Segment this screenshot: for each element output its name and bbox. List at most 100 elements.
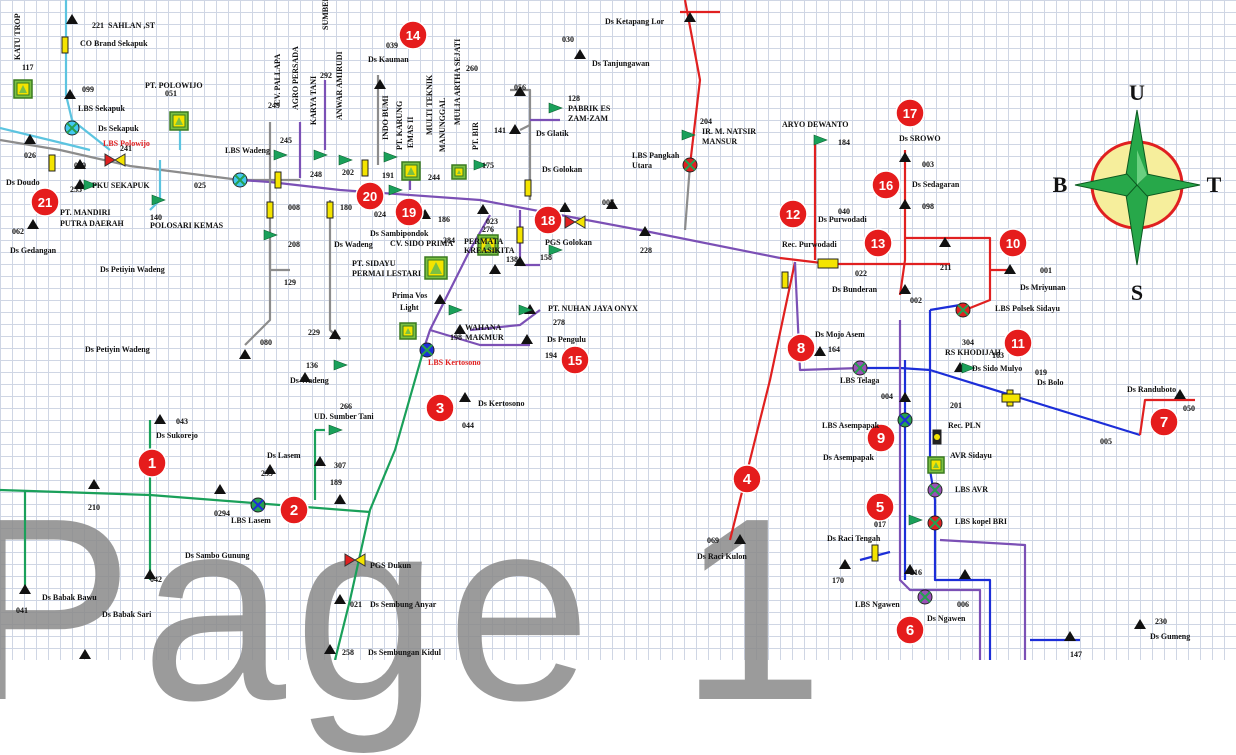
pole-icon bbox=[79, 649, 91, 659]
svg-text:16: 16 bbox=[879, 178, 893, 193]
map-label: UD. Sumber Tani bbox=[314, 412, 374, 421]
svg-text:5: 5 bbox=[876, 499, 884, 516]
map-label: 051 bbox=[165, 89, 177, 98]
map-label: POLOSARI KEMAS bbox=[150, 221, 224, 230]
pole-icon bbox=[299, 372, 311, 382]
feeder-line-gray bbox=[0, 138, 241, 182]
map-label: PT. KARUNG bbox=[395, 101, 404, 150]
area-badge-14: 14 bbox=[398, 20, 428, 50]
pole-icon bbox=[839, 559, 851, 569]
area-badge-21: 21 bbox=[30, 187, 60, 217]
map-label: 189 bbox=[330, 478, 342, 487]
map-label: 009 bbox=[74, 161, 86, 170]
map-label: Ds Bunderan bbox=[832, 285, 878, 294]
map-label: LBS Polsek Sidayu bbox=[995, 304, 1060, 313]
lbs-kopel-marker bbox=[927, 515, 943, 531]
compass-west: B bbox=[1053, 172, 1068, 197]
feeder-line-cyan bbox=[0, 126, 91, 152]
map-label: Ds Sukorejo bbox=[156, 431, 198, 440]
map-label: AGRO PERSADA bbox=[291, 46, 300, 110]
map-label: ZAM-ZAM bbox=[568, 114, 608, 123]
svg-text:3: 3 bbox=[436, 400, 444, 417]
map-label: MANSUR bbox=[702, 137, 737, 146]
map-label: EMAS II bbox=[406, 117, 415, 148]
map-label: Ds Sambo Gunung bbox=[185, 551, 249, 560]
map-label: PGS Golokan bbox=[545, 238, 592, 247]
pole-icon bbox=[514, 256, 526, 266]
switch-marker bbox=[1001, 393, 1021, 403]
customer-icon bbox=[263, 229, 278, 241]
customer-icon bbox=[908, 514, 923, 526]
map-label: 138 bbox=[506, 255, 518, 264]
map-label: Ds Mojo Asem bbox=[815, 330, 865, 339]
map-label: 004 bbox=[881, 392, 893, 401]
map-label: 128 bbox=[568, 94, 580, 103]
map-label: LBS Wadeng bbox=[225, 146, 270, 155]
map-label: ARYO DEWANTO bbox=[782, 120, 848, 129]
pole-icon bbox=[477, 204, 489, 214]
feeder-line-gray bbox=[268, 240, 290, 272]
pole-icon bbox=[374, 79, 386, 89]
compass-north: U bbox=[1129, 80, 1145, 105]
map-label: PT. MANDIRI bbox=[60, 208, 111, 217]
map-label: CV. PALLAPA bbox=[273, 54, 282, 105]
pole-icon bbox=[154, 414, 166, 424]
svg-text:15: 15 bbox=[568, 353, 582, 368]
map-label: 022 bbox=[855, 269, 867, 278]
feeder-line-blue bbox=[929, 303, 961, 312]
map-label: 002 bbox=[910, 296, 922, 305]
transformer-box bbox=[169, 111, 189, 131]
pole-icon bbox=[684, 12, 696, 22]
pole-icon bbox=[606, 199, 618, 209]
map-label: PABRIK ES bbox=[568, 104, 611, 113]
switch-marker bbox=[48, 154, 56, 172]
map-label: PT. SIDAYU bbox=[352, 259, 396, 268]
map-label: 019 bbox=[1035, 368, 1047, 377]
pole-icon bbox=[559, 202, 571, 212]
pole-icon bbox=[314, 456, 326, 466]
feeder-line-red bbox=[728, 261, 797, 541]
svg-text:11: 11 bbox=[1011, 336, 1025, 351]
map-label: 069 bbox=[707, 536, 719, 545]
map-label: 211 bbox=[940, 263, 952, 272]
svg-text:12: 12 bbox=[786, 207, 800, 222]
svg-text:6: 6 bbox=[906, 622, 914, 639]
map-label: 245 bbox=[280, 136, 292, 145]
map-label: 039 bbox=[386, 41, 398, 50]
map-label: Ds Sido Mulyo bbox=[972, 364, 1022, 373]
map-label: 129 bbox=[284, 278, 296, 287]
area-badge-15: 15 bbox=[560, 345, 590, 375]
customer-icon bbox=[388, 184, 403, 196]
customer-icon bbox=[151, 194, 166, 206]
map-label: 041 bbox=[16, 606, 28, 615]
map-label: 180 bbox=[340, 203, 352, 212]
customer-icon bbox=[473, 159, 488, 171]
pole-icon bbox=[329, 329, 341, 339]
map-label: 204 bbox=[700, 117, 712, 126]
map-label: 221 bbox=[92, 21, 104, 30]
map-label: LBS Kertosono bbox=[428, 358, 481, 367]
customer-icon bbox=[333, 359, 348, 371]
customer-icon bbox=[338, 154, 353, 166]
pole-icon bbox=[19, 584, 31, 594]
lbs-polsek-marker bbox=[955, 302, 971, 318]
map-label: Ds Ketapang Lor bbox=[605, 17, 665, 26]
map-label: 007 bbox=[602, 198, 614, 207]
map-label: 147 bbox=[1070, 650, 1082, 659]
pole-icon bbox=[1174, 389, 1186, 399]
svg-text:2: 2 bbox=[290, 502, 298, 519]
map-label: 098 bbox=[922, 202, 934, 211]
svg-text:9: 9 bbox=[877, 430, 885, 447]
feeder-line-purple bbox=[939, 538, 1027, 660]
map-label: Light bbox=[400, 303, 419, 312]
map-label: KARYA TANI bbox=[309, 76, 318, 125]
map-label: 025 bbox=[194, 181, 206, 190]
customer-icon bbox=[328, 424, 343, 436]
map-label: 008 bbox=[288, 203, 300, 212]
lbs-pangkah-marker bbox=[682, 157, 698, 173]
map-label: Ds Wadeng bbox=[334, 240, 373, 249]
area-badge-20: 20 bbox=[355, 181, 385, 211]
map-label: 044 bbox=[462, 421, 474, 430]
switch-marker bbox=[274, 171, 282, 189]
map-label: 001 bbox=[1040, 266, 1052, 275]
